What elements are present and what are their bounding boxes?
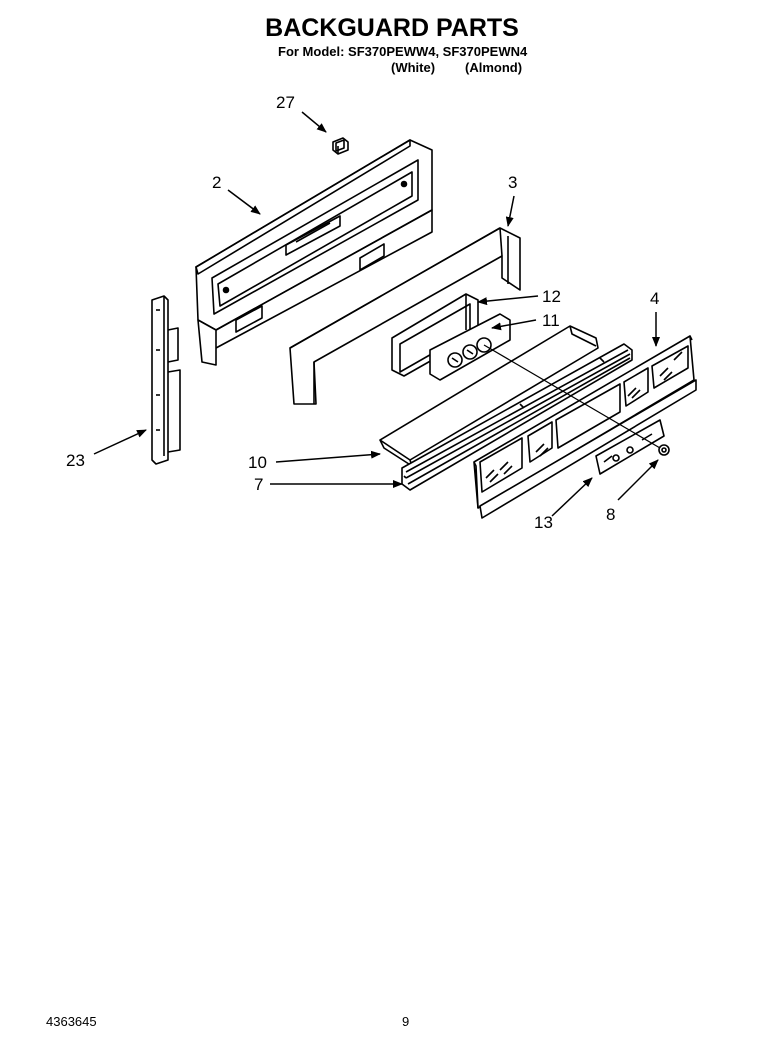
connector-line <box>483 344 661 449</box>
part-12-bracket <box>391 293 479 377</box>
callout-12: 12 <box>542 287 561 306</box>
arrow-8 <box>617 459 659 501</box>
callout-3: 3 <box>508 173 517 192</box>
callout-27: 27 <box>276 93 295 112</box>
callout-2: 2 <box>212 173 221 192</box>
arrow-12 <box>477 295 539 306</box>
document-number: 4363645 <box>46 1014 97 1029</box>
callout-23: 23 <box>66 451 85 470</box>
arrow-13 <box>551 477 593 517</box>
part-4-control-panel <box>473 335 697 519</box>
callout-7: 7 <box>254 475 263 494</box>
arrow-23 <box>93 429 147 455</box>
callout-11: 11 <box>542 311 560 330</box>
part-7-trim-strip <box>401 343 633 491</box>
part-3-end-cap-frame <box>289 227 521 405</box>
arrow-11 <box>491 319 537 331</box>
callout-4: 4 <box>650 289 659 308</box>
arrow-10 <box>275 450 381 463</box>
arrow-3 <box>505 195 515 227</box>
part-8-screw <box>658 444 670 456</box>
callout-13: 13 <box>534 513 553 532</box>
variant-white: (White) <box>391 60 436 75</box>
model-line: For Model: SF370PEWW4, SF370PEWN4 <box>278 44 528 59</box>
callout-8: 8 <box>606 505 615 524</box>
arrow-2 <box>227 189 261 215</box>
part-13-overlay <box>595 419 665 475</box>
page-number: 9 <box>402 1014 410 1029</box>
part-27-clip <box>332 137 349 155</box>
part-2-rear-panel <box>195 139 433 366</box>
variant-almond: (Almond) <box>465 60 523 75</box>
arrow-27 <box>301 111 327 133</box>
callout-10: 10 <box>248 453 267 472</box>
part-11-module <box>429 313 511 381</box>
page-title: BACKGUARD PARTS <box>265 14 519 42</box>
part-23-side-bracket <box>151 295 181 465</box>
